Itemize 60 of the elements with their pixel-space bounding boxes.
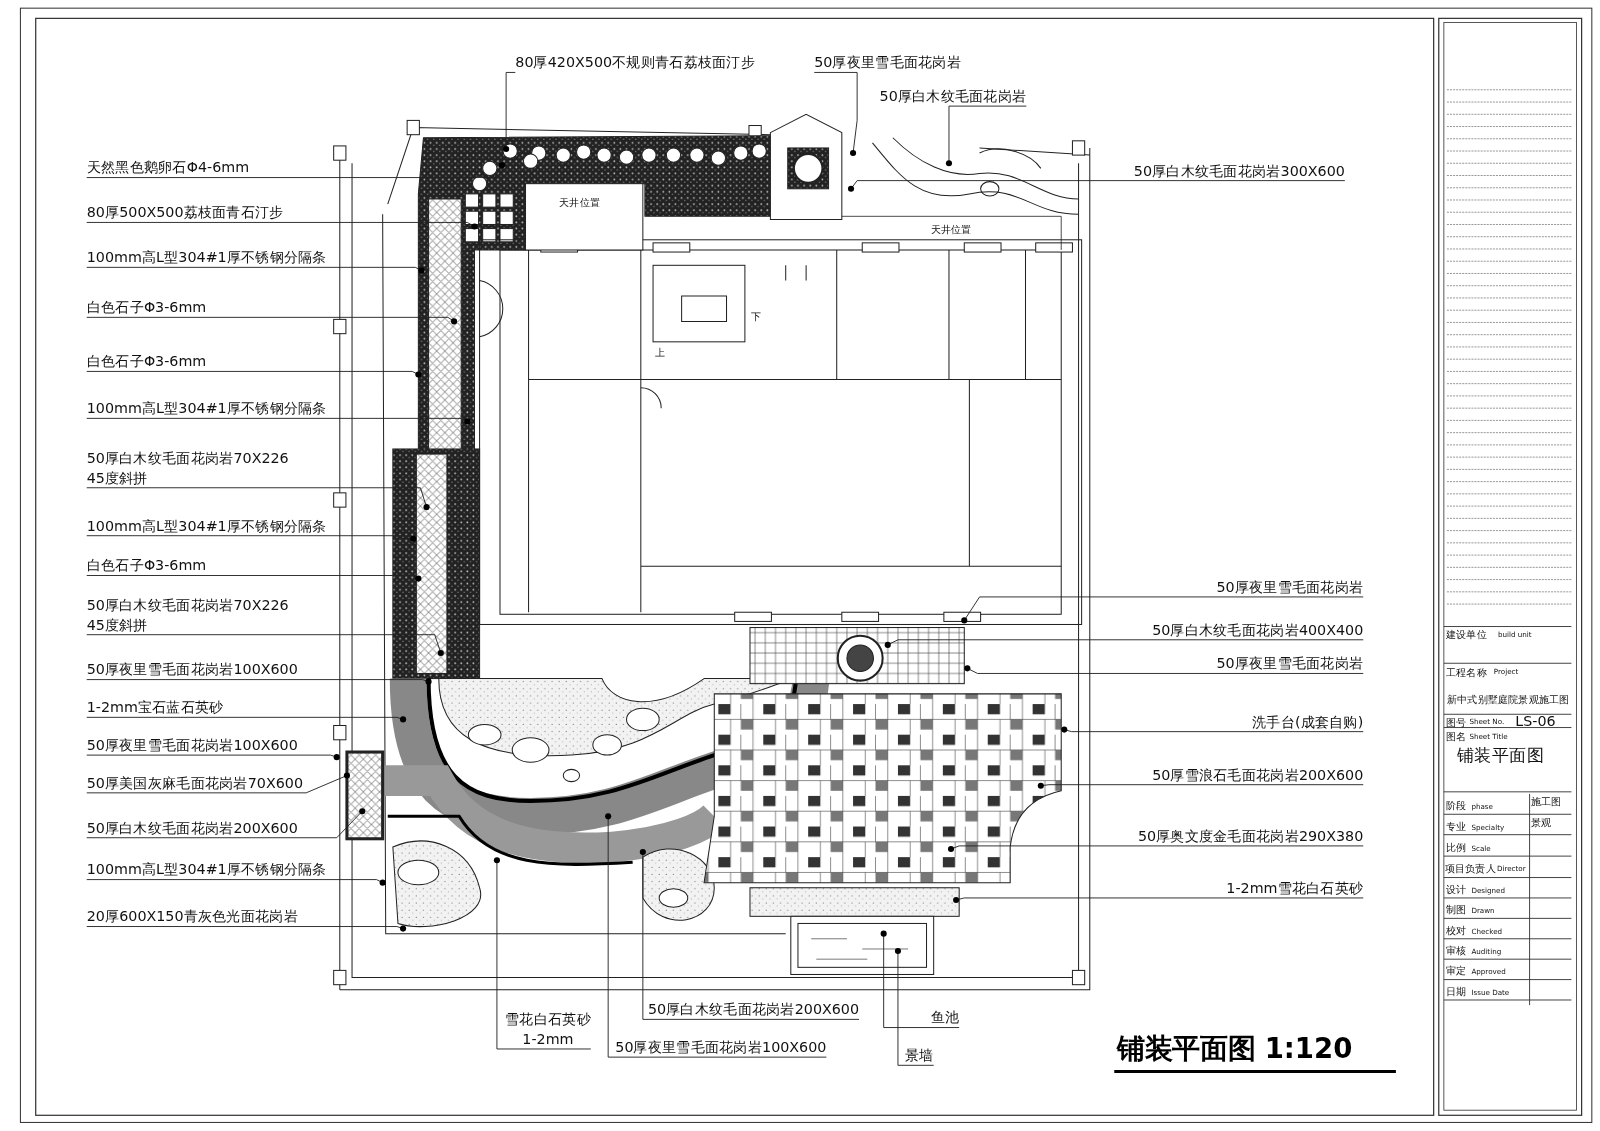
material-label: 雪花白石英砂 <box>505 1010 591 1030</box>
material-label: 50厚白木纹毛面花岗岩70X226 <box>86 449 289 469</box>
material-label: 50厚夜里雪毛面花岗岩 <box>1216 577 1364 597</box>
field-value: 施工图 <box>1530 795 1562 808</box>
stair-direction-label: 上 <box>655 346 666 359</box>
sheet-title: 铺装平面图 <box>1457 745 1544 766</box>
material-label: 50厚美国灰麻毛面花岗岩70X600 <box>86 773 303 793</box>
material-label: 45度斜拼 <box>86 468 149 488</box>
stair-direction-label: 下 <box>751 311 762 323</box>
material-label: 100mm高L型304#1厚不锈钢分隔条 <box>86 399 327 419</box>
material-label: 1-2mm宝石蓝石英砂 <box>86 697 224 718</box>
material-label: 50厚白木纹毛面花岗岩200X600 <box>86 818 298 838</box>
project-name: 新中式别墅庭院景观施工图 <box>1446 693 1570 706</box>
material-label: 天然黑色鹅卵石Φ4-6mm <box>86 158 250 178</box>
material-label: 50厚奥文度金毛面花岗岩290X380 <box>1137 826 1364 846</box>
field-label: 校对 <box>1445 924 1467 937</box>
field-label: 专业 <box>1445 820 1467 833</box>
material-label: 鱼池 <box>930 1008 960 1028</box>
material-label: 1-2mm <box>521 1029 575 1049</box>
field-label: 审核 <box>1445 944 1467 957</box>
material-label: 50厚白木纹毛面花岗岩70X226 <box>86 595 289 616</box>
material-label: 50厚白木纹毛面花岗岩300X600 <box>1133 161 1345 181</box>
material-label: 洗手台(成套自购) <box>1252 712 1364 732</box>
material-label: 45度斜拼 <box>86 615 149 635</box>
field-label: 阶段 <box>1445 800 1467 812</box>
field-label: 比例 <box>1445 841 1467 854</box>
material-label: 80厚500X500荔枝面青石汀步 <box>86 203 284 223</box>
material-label: 白色石子Φ3-6mm <box>86 298 207 318</box>
material-label: 50厚白木纹毛面花岗岩400X400 <box>1152 620 1364 640</box>
drawing-title: 铺装平面图 1:120 <box>1117 1031 1353 1067</box>
material-label: 50厚夜里雪毛面花岗岩100X600 <box>615 1037 827 1058</box>
field-value: 景观 <box>1530 816 1551 829</box>
material-label: 白色石子Φ3-6mm <box>86 556 207 576</box>
material-label: 50厚白木纹毛面花岗岩 <box>879 86 1027 107</box>
material-label: 100mm高L型304#1厚不锈钢分隔条 <box>86 516 327 536</box>
material-label: 50厚夜里雪毛面花岗岩 <box>1216 654 1364 674</box>
material-label: 1-2mm雪花白石英砂 <box>1226 878 1364 898</box>
sheet-number: LS-06 <box>1515 712 1556 729</box>
material-label: 白色石子Φ3-6mm <box>86 352 207 372</box>
field-label: 图名 <box>1445 730 1467 743</box>
field-label: 审定 <box>1445 965 1467 978</box>
material-label: 50厚夜里雪毛面花岗岩 <box>814 53 962 73</box>
field-label: 图号 <box>1445 716 1467 729</box>
field-label: 制图 <box>1445 904 1467 916</box>
material-label: 50厚夜里雪毛面花岗岩100X600 <box>86 735 298 756</box>
field-label: 项目负责人 <box>1444 863 1496 875</box>
material-label: 100mm高L型304#1厚不锈钢分隔条 <box>86 860 327 880</box>
material-label: 景墙 <box>905 1045 934 1066</box>
field-label: 工程名称 <box>1445 666 1487 679</box>
material-label: 20厚600X150青灰色光面花岗岩 <box>86 907 298 927</box>
field-label: 建设单位 <box>1445 628 1487 641</box>
material-label: 50厚白木纹毛面花岗岩200X600 <box>647 1000 860 1020</box>
material-label: 50厚雪浪石毛面花岗岩200X600 <box>1152 765 1364 785</box>
room-label: 天井位置 <box>559 196 600 209</box>
material-label: 100mm高L型304#1厚不锈钢分隔条 <box>86 248 327 268</box>
room-label: 天井位置 <box>930 223 972 236</box>
material-label: 80厚420X500不规则青石荔枝面汀步 <box>515 53 755 73</box>
field-label: 日期 <box>1445 985 1467 998</box>
material-label: 50厚夜里雪毛面花岗岩100X600 <box>86 660 298 680</box>
field-label: 设计 <box>1445 883 1467 896</box>
